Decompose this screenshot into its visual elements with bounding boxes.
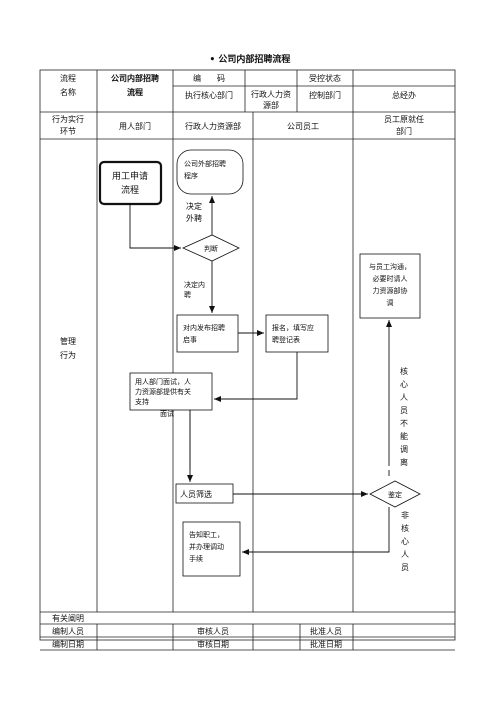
- node-publish-text-2: 启事: [183, 335, 197, 344]
- related-label: 有关阐明: [52, 613, 84, 623]
- node-interview-text-2: 力资源部提供有关: [135, 387, 191, 396]
- node-interview-text-3: 支持: [135, 397, 149, 406]
- core-char-2: 心: [400, 380, 408, 389]
- node-appraise: 鉴定: [369, 480, 421, 508]
- label-decide-internal-2: 聘: [184, 290, 191, 299]
- node-screen-text: 人员筛选: [180, 489, 212, 499]
- behavior-label-2: 行为: [60, 350, 76, 360]
- node-communicate: 与员工沟通， 必要时请人 力资源部协 调: [359, 253, 421, 319]
- label-interview: 面试: [160, 409, 174, 418]
- compiler-label: 编制人员: [52, 626, 84, 636]
- control-dept-label: 控制部门: [309, 90, 341, 100]
- compile-date-label: 编制日期: [52, 639, 84, 649]
- hr-dept-label-1: 行政人力资: [251, 89, 291, 99]
- noncore-char-1: 非: [401, 510, 409, 520]
- node-interview: 用人部门面试，人 力资源部提供有关 支持: [129, 372, 213, 411]
- noncore-char-5: 员: [401, 563, 409, 572]
- core-char-7: 调: [400, 445, 408, 454]
- lane-row-label-1: 行为实行: [52, 114, 84, 124]
- node-interview-text-1: 用人部门面试，人: [135, 377, 191, 386]
- flow-name-label-2: 名称: [60, 87, 76, 97]
- node-notify: 告知职工， 并办理调动 手续: [182, 521, 241, 577]
- control-status-label: 受控状态: [309, 73, 341, 83]
- node-appraise-text: 鉴定: [388, 490, 402, 499]
- node-register: 报名，填写应 聘登记表: [265, 314, 329, 353]
- node-start: 用工申请 流程: [98, 160, 163, 206]
- flow-name-value-1: 公司内部招聘: [111, 73, 159, 83]
- node-external-text-1: 公司外部招聘: [184, 159, 226, 168]
- connectors: [129, 196, 392, 555]
- node-judge: 判断: [182, 234, 240, 262]
- hr-dept-label-2: 源部: [263, 100, 279, 110]
- label-decide-external-1: 决定: [186, 201, 202, 211]
- code-label: 编 码: [193, 73, 225, 83]
- node-notify-text-1: 告知职工，: [189, 530, 224, 539]
- lane-user-dept: 用人部门: [119, 121, 151, 131]
- node-communicate-text-1: 与员工沟通，: [369, 262, 411, 271]
- node-start-text-1: 用工申请: [112, 170, 148, 182]
- lane-employee: 公司员工: [287, 122, 319, 131]
- lane-hr-dept: 行政人力资源部: [185, 121, 241, 131]
- node-judge-text: 判断: [204, 244, 218, 253]
- node-register-text-2: 聘登记表: [272, 335, 300, 344]
- node-publish-text-1: 对内发布招聘: [183, 323, 225, 332]
- node-notify-text-3: 手续: [189, 554, 203, 563]
- lane-row-label-2: 环节: [60, 127, 76, 136]
- noncore-char-2: 核: [401, 523, 409, 533]
- core-char-5: 不: [400, 419, 408, 428]
- behavior-label-1: 管理: [60, 336, 76, 346]
- approver-label: 批准人员: [310, 626, 342, 636]
- flow-name-label-1: 流程: [60, 73, 76, 83]
- core-char-3: 人: [400, 393, 408, 402]
- node-screen: 人员筛选: [175, 483, 234, 504]
- noncore-char-4: 人: [401, 550, 409, 559]
- node-communicate-text-4: 调: [387, 298, 394, 307]
- flow-name-value-2: 流程: [127, 87, 143, 97]
- reviewer-label: 审核人员: [197, 626, 229, 636]
- core-char-4: 员: [400, 406, 408, 415]
- label-decide-internal-1: 决定内: [184, 280, 205, 289]
- core-char-1: 核: [400, 366, 408, 376]
- header-table: [39, 69, 456, 651]
- core-char-8: 离: [400, 457, 408, 467]
- core-char-6: 能: [400, 431, 408, 441]
- node-publish: 对内发布招聘 启事: [176, 314, 239, 353]
- review-date-label: 审核日期: [197, 639, 229, 649]
- node-start-text-2: 流程: [121, 184, 139, 196]
- node-external-text-2: 程序: [184, 171, 198, 180]
- noncore-char-3: 心: [401, 537, 409, 546]
- label-core-not-transferable: 核 心 人 员 不 能 调 离: [400, 366, 408, 467]
- node-external-program: 公司外部招聘 程序: [176, 149, 244, 195]
- node-communicate-text-3: 力资源部协: [373, 286, 408, 295]
- node-register-text-1: 报名，填写应: [272, 323, 314, 332]
- node-communicate-text-2: 必要时请人: [373, 274, 408, 283]
- lane-original-dept-1: 员工原就任: [384, 114, 424, 124]
- approve-date-label: 批准日期: [310, 639, 342, 649]
- node-notify-text-2: 并办理调动: [189, 542, 224, 551]
- manager-label: 总经办: [392, 90, 416, 100]
- label-non-core: 非 核 心 人 员: [401, 510, 409, 572]
- label-decide-external-2: 外聘: [186, 213, 202, 223]
- lane-original-dept-2: 部门: [396, 126, 412, 136]
- exec-dept-label: 执行核心部门: [185, 90, 233, 100]
- document-title: • 公司内部招聘流程: [209, 55, 291, 65]
